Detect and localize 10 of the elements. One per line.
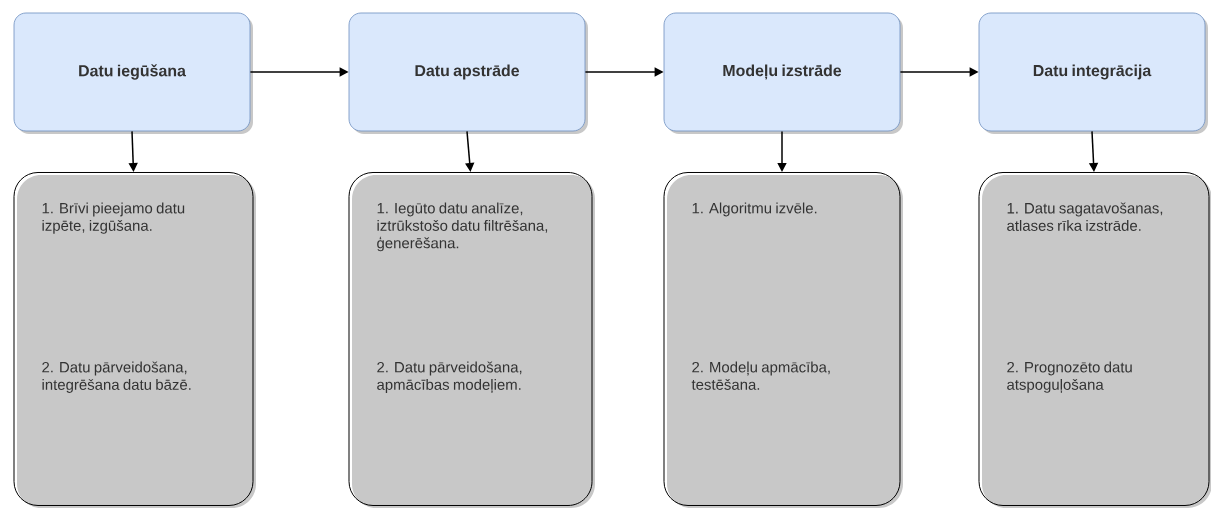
process-box: Datu iegūšana bbox=[13, 12, 253, 134]
arrow bbox=[465, 130, 475, 172]
process-box: Modeļu izstrāde bbox=[663, 12, 903, 134]
task-box: 1. Brīvi pieejamo datu izpēte, izgūšana. 2. Datu pārveidošana, integrēšana datu bāzē. bbox=[13, 172, 256, 508]
task-box: 1. Datu sagatavošanas, atlases rīka izstrāde. 2. Prognozēto datu atspoguļošana bbox=[978, 172, 1211, 508]
process-box: Datu apstrāde bbox=[348, 12, 588, 134]
task-box: 1. Iegūto datu analīze, iztrūkstošo datu filtrēšana, ģenerēšana. 2. Datu pārveidošana, apmācības modeļiem. bbox=[348, 172, 595, 508]
task-box: 1. Algoritmu izvēle. 2. Modeļu apmācība, testēšana. bbox=[663, 172, 903, 508]
arrow bbox=[777, 130, 787, 172]
process-box: Datu integrācija bbox=[978, 12, 1208, 134]
